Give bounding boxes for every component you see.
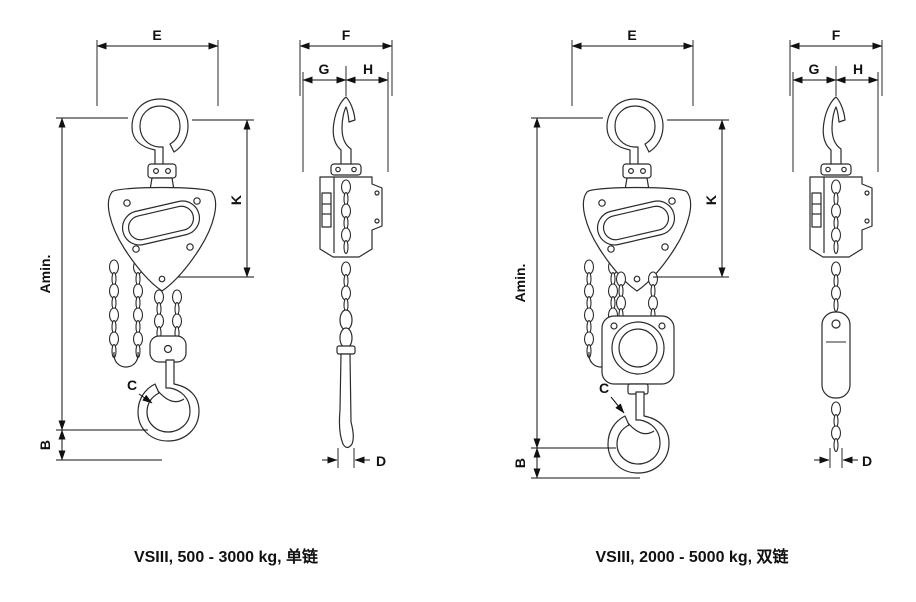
dim-label-d: D bbox=[862, 453, 872, 469]
dim-amin-right: Amin. bbox=[512, 117, 616, 449]
dim-b-left: B bbox=[37, 429, 162, 461]
dim-label-g: G bbox=[809, 61, 820, 77]
dim-label-amin: Amin. bbox=[512, 264, 528, 303]
right-side-view bbox=[810, 97, 872, 453]
right-side-upper-assembly bbox=[810, 97, 872, 257]
dim-label-f: F bbox=[832, 27, 841, 43]
left-caption: VSIII, 500 - 3000 kg, 单链 bbox=[134, 547, 319, 566]
dim-label-h: H bbox=[363, 61, 373, 77]
dim-label-b: B bbox=[37, 440, 53, 450]
block-pin bbox=[831, 319, 841, 329]
sheave-cover-inner bbox=[618, 328, 658, 368]
dim-label-k: K bbox=[228, 195, 244, 205]
dim-label-g: G bbox=[319, 61, 330, 77]
dim-c-left: C bbox=[127, 377, 153, 404]
dim-label-b: B bbox=[512, 458, 528, 468]
hook-crossbar bbox=[336, 345, 356, 355]
left-front-view bbox=[108, 99, 215, 442]
bottom-hook bbox=[137, 359, 200, 442]
load-chain bbox=[649, 272, 658, 322]
load-chain bbox=[342, 262, 351, 312]
sheave-block-side bbox=[821, 311, 851, 399]
dim-label-d: D bbox=[376, 453, 386, 469]
dim-d-right: D bbox=[814, 448, 872, 469]
connector-link bbox=[339, 327, 353, 349]
load-chain bbox=[832, 262, 841, 312]
block-bolt bbox=[610, 322, 618, 330]
dim-f-left: F bbox=[299, 27, 393, 96]
connector-link bbox=[339, 309, 353, 331]
dim-label-h: H bbox=[853, 61, 863, 77]
dim-label-k: K bbox=[703, 195, 719, 205]
dim-f-right: F bbox=[789, 27, 883, 96]
dim-d-left: D bbox=[322, 448, 386, 469]
left-side-upper-assembly bbox=[320, 97, 382, 257]
dim-c-right: C bbox=[599, 380, 625, 414]
right-hoist-set: E F G H K Amin. bbox=[512, 27, 883, 566]
load-chain bbox=[155, 290, 164, 340]
dim-label-amin: Amin. bbox=[37, 255, 53, 294]
left-hoist-set: E F G H K Amin. bbox=[37, 27, 393, 566]
left-side-view bbox=[320, 97, 382, 449]
dim-amin-left: Amin. bbox=[37, 117, 148, 431]
right-front-view bbox=[583, 99, 690, 474]
dim-b-right: B bbox=[512, 447, 640, 479]
right-caption: VSIII, 2000 - 5000 kg, 双链 bbox=[596, 547, 790, 566]
dim-h-right: H bbox=[835, 61, 879, 172]
bottom-hook-side bbox=[338, 353, 354, 449]
dim-e-right: E bbox=[571, 27, 694, 106]
dim-k-left: K bbox=[178, 119, 254, 278]
dim-h-left: H bbox=[345, 61, 389, 172]
load-chain bbox=[173, 290, 182, 340]
dim-k-right: K bbox=[653, 119, 729, 278]
dim-e-left: E bbox=[96, 27, 219, 106]
block-bolt bbox=[658, 322, 666, 330]
dim-label-e: E bbox=[627, 27, 636, 43]
hook-block-pin bbox=[163, 344, 173, 354]
dim-label-f: F bbox=[342, 27, 351, 43]
load-chain bbox=[830, 401, 842, 429]
dim-label-e: E bbox=[152, 27, 161, 43]
dim-label-c: C bbox=[127, 377, 137, 393]
load-chain bbox=[830, 425, 842, 453]
dim-label-c: C bbox=[599, 380, 609, 396]
